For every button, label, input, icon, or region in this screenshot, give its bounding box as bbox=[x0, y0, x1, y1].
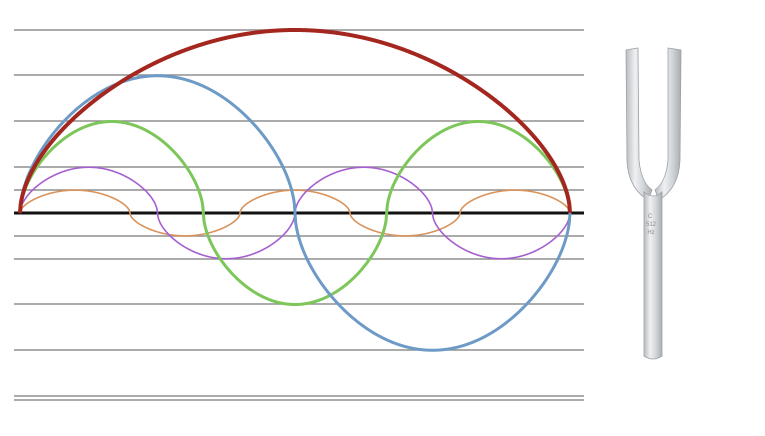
harmonic-3-wave bbox=[18, 120, 572, 306]
fork-engraving-line-3: Hz bbox=[647, 230, 654, 236]
fork-engraving-line-1: C bbox=[648, 214, 653, 220]
wave-curves bbox=[18, 28, 572, 352]
harmonic-5-wave bbox=[19, 189, 571, 237]
fork-left-prong bbox=[625, 47, 653, 201]
fork-right-prong bbox=[654, 47, 682, 201]
harmonic-1-wave bbox=[18, 28, 572, 214]
fork-engraving-line-2: 512 bbox=[646, 222, 657, 228]
fork-stem bbox=[643, 191, 663, 360]
staff-lines bbox=[14, 29, 584, 401]
tuning-fork-image: C 512 Hz bbox=[625, 47, 682, 360]
